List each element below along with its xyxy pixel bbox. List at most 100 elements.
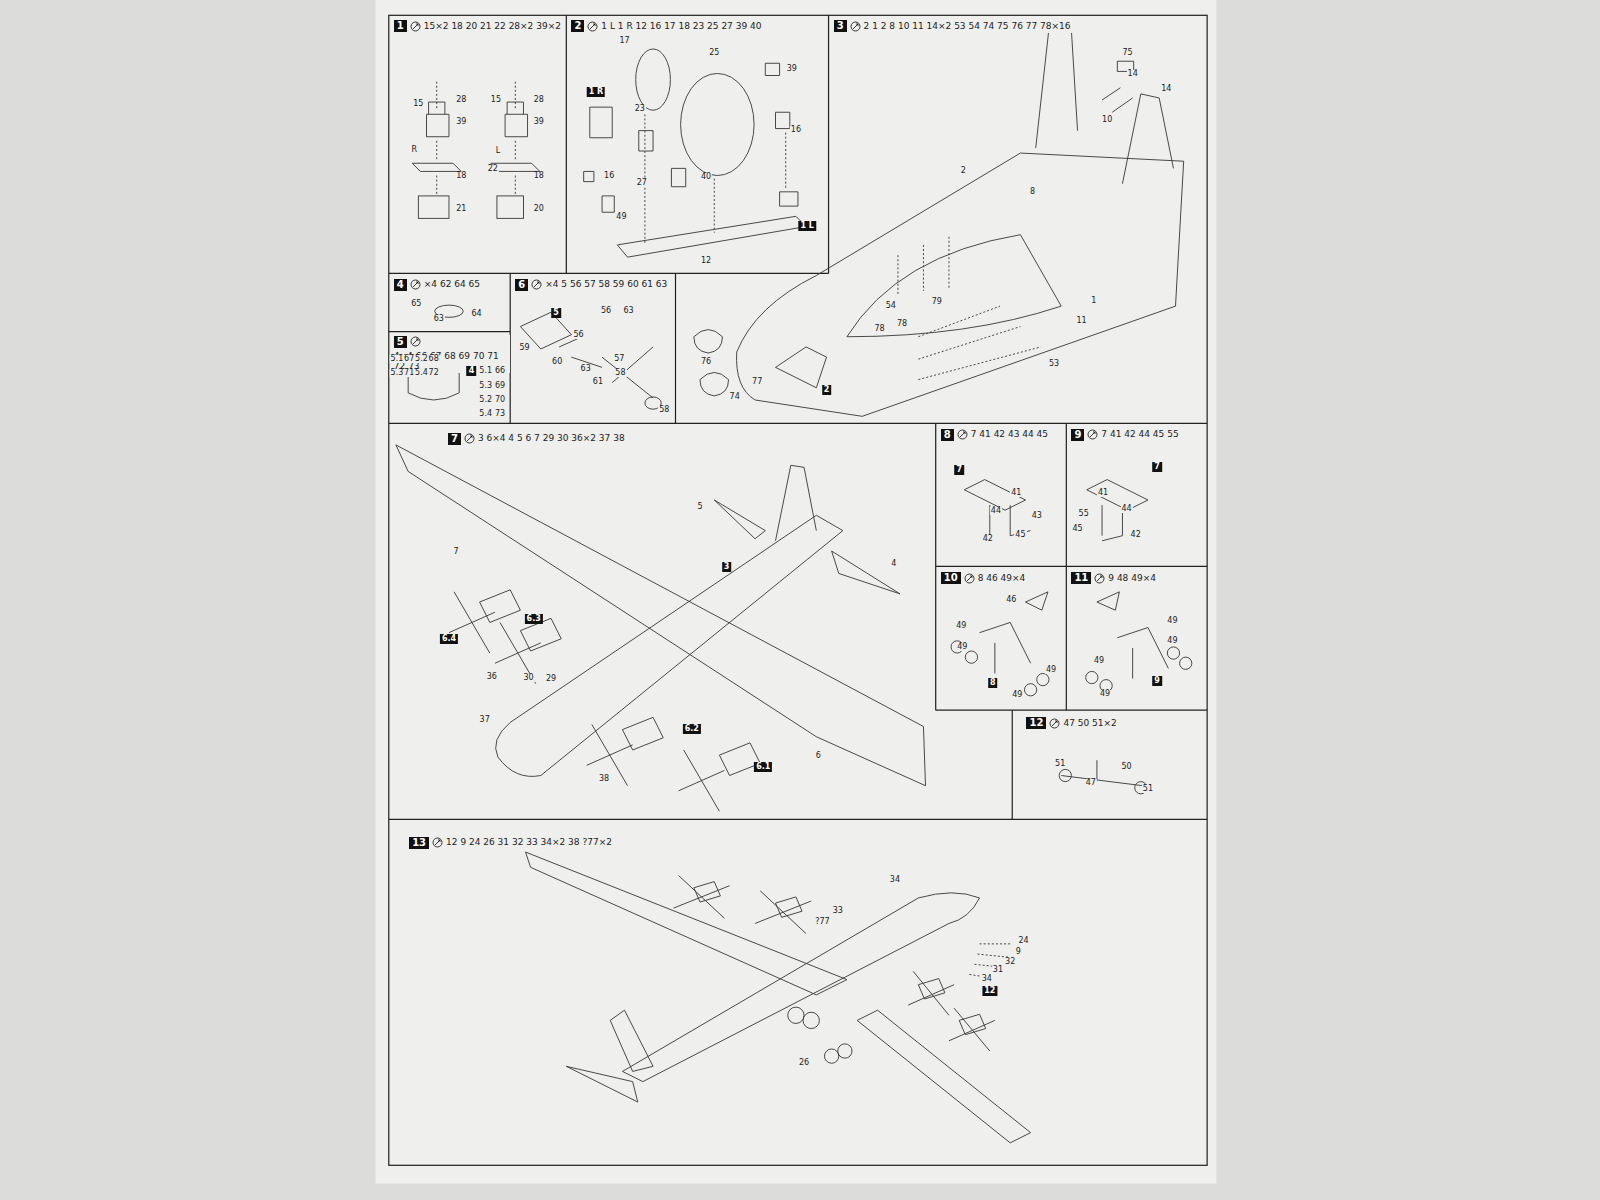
- sprue-icon: [1097, 576, 1102, 581]
- step-number: 13: [409, 837, 429, 849]
- callout-number: 49: [615, 213, 627, 221]
- callout-number: 16: [790, 126, 802, 134]
- callout-number: 5.1: [478, 367, 493, 375]
- callout-number: 77: [751, 378, 763, 386]
- parts-list: ×4 5 56 57 58 59 60 61 63: [545, 279, 667, 290]
- sprue-icon: [1052, 721, 1057, 726]
- aircraft-drawing: [673, 876, 994, 1052]
- gear-drawing: [1167, 647, 1179, 659]
- callout-number: 33: [832, 907, 844, 915]
- sprue-icon: [532, 280, 541, 289]
- callout-number: 11: [1076, 317, 1088, 325]
- subassembly-ref: 6.1: [754, 762, 772, 772]
- panel-frame: [566, 15, 567, 273]
- gear-drawing: [980, 592, 1048, 674]
- subassembly-ref: 8: [988, 678, 998, 688]
- panel-frame: [389, 819, 1207, 820]
- callout-number: 2: [960, 167, 967, 175]
- step-number: 1: [394, 20, 407, 32]
- step-panel: 1 15×2 18 20 21 22 28×2 39×2: [392, 19, 563, 33]
- callout-number: 34: [981, 975, 993, 983]
- aircraft-drawing: [838, 1044, 852, 1058]
- callout-number: 28: [533, 96, 545, 104]
- sprue-icon: [531, 279, 542, 290]
- subassembly-ref: 6.3: [525, 614, 543, 624]
- seat-drawing: [418, 196, 449, 218]
- fuselage-drawing: [694, 29, 1184, 417]
- nacelle-drawing: [602, 357, 653, 398]
- aircraft-drawing: [610, 1010, 653, 1071]
- step-panel: 108 46 49×4: [939, 571, 1028, 585]
- sprue-icon: [411, 337, 420, 346]
- callout-number: 50: [1120, 763, 1132, 771]
- seat-drawing: [497, 196, 524, 218]
- callout-number: 26: [798, 1059, 810, 1067]
- callout-number: 44: [1120, 505, 1132, 513]
- callout-number: 24: [1017, 937, 1029, 945]
- callout-number: 69: [494, 382, 506, 390]
- aircraft-drawing: [496, 515, 843, 776]
- sprue-icon: [1095, 574, 1104, 583]
- sprue-icon: [958, 430, 967, 439]
- panel-frame: [936, 566, 1207, 567]
- callout-number: 79: [931, 298, 943, 306]
- aircraft-drawing: [449, 592, 725, 811]
- callout-number: 55: [1078, 510, 1090, 518]
- instruction-art: [376, 0, 1217, 1184]
- step-number: 10: [941, 572, 961, 584]
- fuselage-drawing: [847, 235, 1061, 337]
- callout-number: 51: [1054, 760, 1066, 768]
- nacelle-drawing: [520, 312, 602, 367]
- callout-number: 15: [490, 96, 502, 104]
- callout-number: 39: [455, 118, 467, 126]
- sprue-icon: [465, 434, 474, 443]
- gear-drawing: [965, 651, 977, 663]
- step-panel: 12 47 50 51×2: [1024, 716, 1118, 730]
- paper-sheet: [376, 0, 1217, 1184]
- parts-list: 2 1 2 8 10 11 14×2 53 54 74 75 76 77 78×…: [864, 21, 1071, 32]
- fuselage-drawing: [1102, 61, 1134, 112]
- cockpit-drawing: [681, 73, 754, 175]
- step-number: 7: [448, 433, 461, 445]
- callout-number: 32: [1004, 958, 1016, 966]
- gear-drawing: [1037, 673, 1049, 685]
- callout-number: 68: [428, 355, 440, 363]
- callout-number: 5.4: [414, 369, 429, 377]
- callout-number: 45: [1071, 525, 1083, 533]
- callout-number: 23: [634, 105, 646, 113]
- callout-number: 47: [1085, 779, 1097, 787]
- panel-frame: [389, 273, 829, 274]
- sprue-icon: [967, 576, 972, 581]
- fuselage-drawing: [923, 245, 924, 291]
- callout-number: 64: [470, 310, 482, 318]
- aircraft-drawing: [824, 1049, 838, 1063]
- subassembly-ref: 4: [467, 366, 477, 376]
- step-number: 2: [571, 20, 584, 32]
- subassembly-ref: 6.4: [440, 634, 458, 644]
- callout-number: 15: [412, 100, 424, 108]
- parts-list: 47 50 51×2: [1063, 718, 1116, 729]
- seat-drawing: [436, 141, 437, 161]
- fuselage-drawing: [1036, 29, 1078, 148]
- callout-number: 75: [1121, 49, 1133, 57]
- cockpit-drawing: [636, 49, 671, 110]
- parts-list: 15×2 18 20 21 22 28×2 39×2: [424, 21, 561, 32]
- callout-number: 43: [1031, 512, 1043, 520]
- seat-drawing: [436, 82, 437, 111]
- callout-number: 59: [518, 344, 530, 352]
- callout-number: 54: [885, 302, 897, 310]
- callout-number: 6: [815, 752, 822, 760]
- gear-drawing: [1059, 769, 1071, 781]
- fuselage-drawing: [737, 153, 1184, 416]
- sprue-icon: [957, 429, 968, 440]
- callout-number: 41: [1010, 489, 1022, 497]
- aircraft-drawing: [694, 882, 986, 1035]
- callout-number: 17: [618, 37, 630, 45]
- callout-number: 36: [486, 673, 498, 681]
- callout-number: 46: [1005, 596, 1017, 604]
- step-number: 12: [1026, 717, 1046, 729]
- nacelle-drawing: [612, 347, 653, 383]
- sprue-icon: [432, 837, 443, 848]
- sprue-icon: [1088, 430, 1097, 439]
- callout-number: 42: [982, 535, 994, 543]
